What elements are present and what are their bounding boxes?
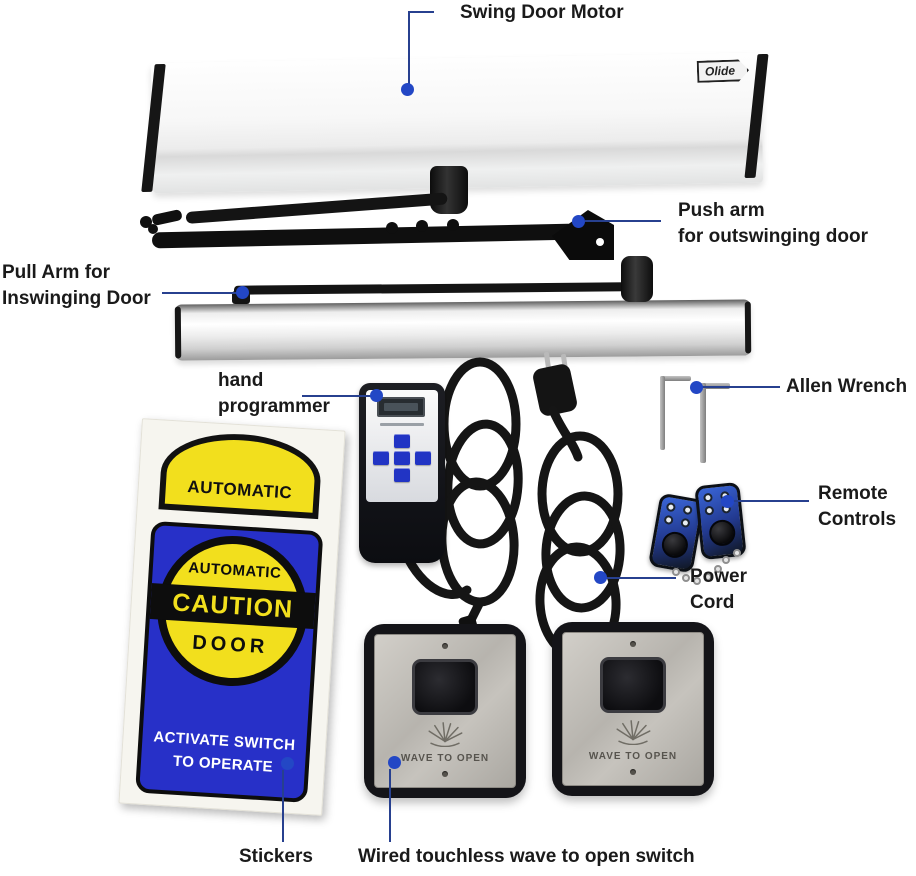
callout-remote-controls: Remote Controls bbox=[818, 483, 897, 530]
automatic-dome-sticker: AUTOMATIC bbox=[158, 429, 324, 520]
keychain bbox=[682, 574, 690, 582]
callout-wave-switch: Wired touchless wave to open switch bbox=[358, 846, 695, 867]
callout-dot bbox=[236, 286, 249, 299]
sensor-window bbox=[600, 657, 666, 713]
keychain bbox=[704, 573, 712, 581]
programmer-label-strip bbox=[380, 423, 424, 426]
sensor-window bbox=[412, 659, 478, 715]
push-arm-upper-segment bbox=[185, 192, 448, 224]
wave-to-open-text: WAVE TO OPEN bbox=[400, 753, 490, 764]
wave-switch-2: WAVE TO OPEN bbox=[552, 622, 714, 796]
programmer-enter-button bbox=[394, 451, 410, 465]
brand-logo-text: Olide bbox=[704, 63, 736, 79]
callout-pull-arm: Pull Arm for Inswinging Door bbox=[2, 262, 151, 309]
leader-line bbox=[702, 386, 780, 388]
allen-wrench-2 bbox=[700, 383, 706, 463]
leader-line bbox=[389, 769, 391, 842]
programmer-faceplate bbox=[366, 390, 438, 502]
programmer-lcd bbox=[377, 397, 425, 417]
allen-wrench-1 bbox=[660, 376, 691, 381]
callout-hand-programmer: hand programmer bbox=[218, 370, 330, 417]
wave-hand-icon bbox=[616, 720, 651, 745]
callout-dot bbox=[281, 757, 294, 770]
push-arm-joint bbox=[447, 219, 459, 231]
leader-line bbox=[162, 292, 238, 294]
push-arm-pivot-end bbox=[138, 209, 186, 240]
wave-switch-1: WAVE TO OPEN bbox=[364, 624, 526, 798]
callout-push-arm: Push arm for outswinging door bbox=[678, 200, 868, 247]
wave-hand-icon bbox=[428, 722, 463, 747]
programmer-right-button bbox=[415, 451, 431, 465]
leader-line bbox=[408, 11, 410, 85]
keychain bbox=[733, 549, 741, 557]
leader-line bbox=[408, 11, 434, 13]
pull-arm-elbow bbox=[621, 256, 653, 302]
leader-line bbox=[733, 500, 809, 502]
keychain bbox=[714, 565, 722, 573]
dome-sticker-text: AUTOMATIC bbox=[186, 477, 293, 503]
callout-dot bbox=[370, 389, 383, 402]
callout-dot bbox=[388, 756, 401, 769]
callout-swing-door-motor: Swing Door Motor bbox=[460, 2, 624, 23]
callout-dot bbox=[594, 571, 607, 584]
push-arm-joint bbox=[386, 222, 398, 234]
caution-door-sticker: AUTOMATIC CAUTION DOOR ACTIVATE SWITCH T… bbox=[135, 520, 324, 803]
sticker-sheet-image: AUTOMATIC AUTOMATIC CAUTION DOOR ACTIVAT… bbox=[118, 418, 346, 816]
push-arm-joint bbox=[416, 220, 428, 232]
leader-line bbox=[585, 220, 661, 222]
screw bbox=[442, 771, 448, 777]
keychain bbox=[693, 577, 701, 585]
hand-programmer-image bbox=[359, 383, 445, 563]
leader-line bbox=[302, 395, 374, 397]
remote-control-2 bbox=[694, 481, 747, 561]
callout-allen-wrench: Allen Wrench bbox=[786, 376, 908, 397]
programmer-down-button bbox=[394, 468, 410, 482]
programmer-up-button bbox=[394, 434, 410, 448]
callout-power-cord: Power Cord bbox=[690, 566, 748, 613]
callout-stickers: Stickers bbox=[239, 846, 313, 867]
push-arm-lower-segment bbox=[151, 223, 577, 249]
screw bbox=[630, 769, 636, 775]
wave-to-open-text: WAVE TO OPEN bbox=[588, 751, 678, 762]
motor-spindle bbox=[430, 166, 468, 214]
bracket-screw-hole bbox=[596, 238, 604, 246]
screw bbox=[442, 643, 448, 649]
callout-dot bbox=[721, 495, 734, 508]
keychain bbox=[722, 556, 730, 564]
leader-line bbox=[606, 577, 676, 579]
pull-arm-rod bbox=[233, 282, 631, 295]
leader-line bbox=[282, 770, 284, 842]
callout-dot bbox=[572, 215, 585, 228]
callout-dot bbox=[690, 381, 703, 394]
callout-dot bbox=[401, 83, 414, 96]
keychain bbox=[672, 568, 680, 576]
screw bbox=[630, 641, 636, 647]
programmer-left-button bbox=[373, 451, 389, 465]
allen-wrench-1 bbox=[660, 376, 665, 450]
